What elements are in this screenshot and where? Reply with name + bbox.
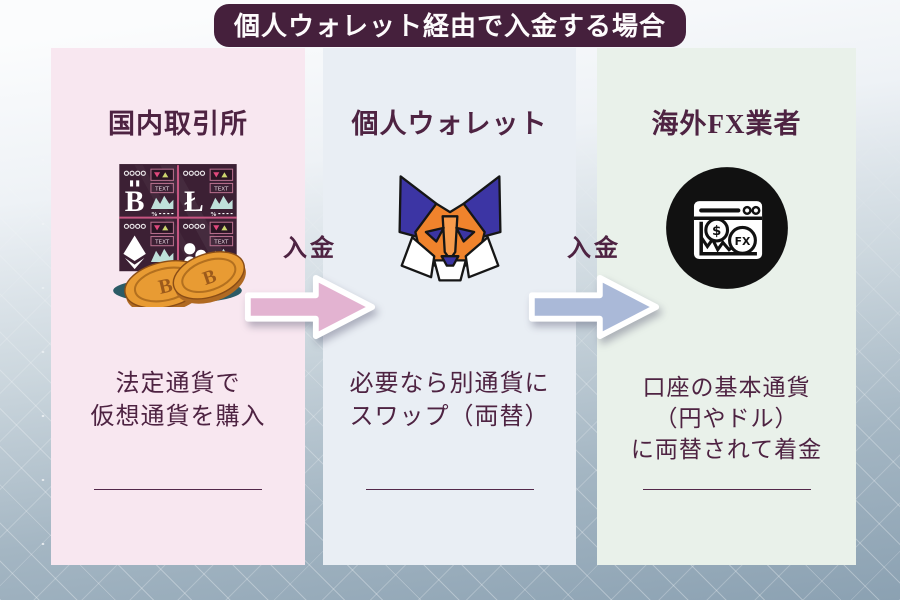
broker-description: 口座の基本通貨 （円やドル） に両替されて着金 (597, 372, 856, 465)
fx-browser-icon: $ FX (665, 167, 788, 289)
deposit-label-2: 入金 (567, 236, 621, 262)
wallet-desc-line1: 必要なら別通貨に (349, 371, 550, 397)
board-text-label: TEXT (154, 187, 170, 193)
broker-desc-line3: に両替されて着金 (630, 437, 823, 462)
litecoin-symbol: Ł (184, 186, 204, 218)
wallet-heading: 個人ウォレット (351, 109, 548, 139)
bitcoin-symbol: B (125, 186, 145, 218)
fox-snout (440, 215, 459, 261)
broker-divider-line (642, 489, 811, 490)
right-arrow-pink-icon (244, 274, 376, 340)
broker-desc-line2: （円やドル） (654, 406, 799, 431)
broker-heading: 海外FX業者 (651, 109, 802, 139)
fx-symbol: FX (734, 235, 750, 248)
wallet-divider-line (365, 489, 534, 490)
crypto-exchange-board-icon: TEXT B % (113, 164, 246, 307)
exchange-description: 法定通貨で 仮想通貨を購入 (51, 368, 305, 434)
right-arrow-blue-icon (528, 274, 660, 340)
wallet-desc-line2: スワップ（両替） (349, 404, 550, 430)
wallet-description: 必要なら別通貨に スワップ（両替） (323, 368, 576, 434)
dollar-symbol: $ (712, 224, 721, 239)
percent-symbol: % (210, 211, 217, 218)
page-title: 個人ウォレット経由で入金する場合 (213, 4, 687, 47)
board-text-label: TEXT (213, 187, 229, 193)
exchange-heading: 国内取引所 (108, 109, 248, 139)
exchange-desc-line1: 法定通貨で (115, 371, 241, 397)
exchange-desc-line2: 仮想通貨を購入 (90, 404, 266, 430)
exchange-divider-line (94, 489, 262, 490)
percent-symbol: % (151, 211, 158, 218)
board-text-label: TEXT (213, 240, 229, 246)
deposit-step-1: 入金 (242, 228, 378, 345)
metamask-fox-icon (397, 175, 502, 282)
deposit-step-2: 入金 (526, 228, 662, 345)
board-text-label: TEXT (154, 240, 170, 246)
deposit-label-1: 入金 (283, 236, 337, 262)
broker-desc-line1: 口座の基本通貨 (642, 375, 811, 400)
browser-window: $ FX (693, 201, 762, 259)
